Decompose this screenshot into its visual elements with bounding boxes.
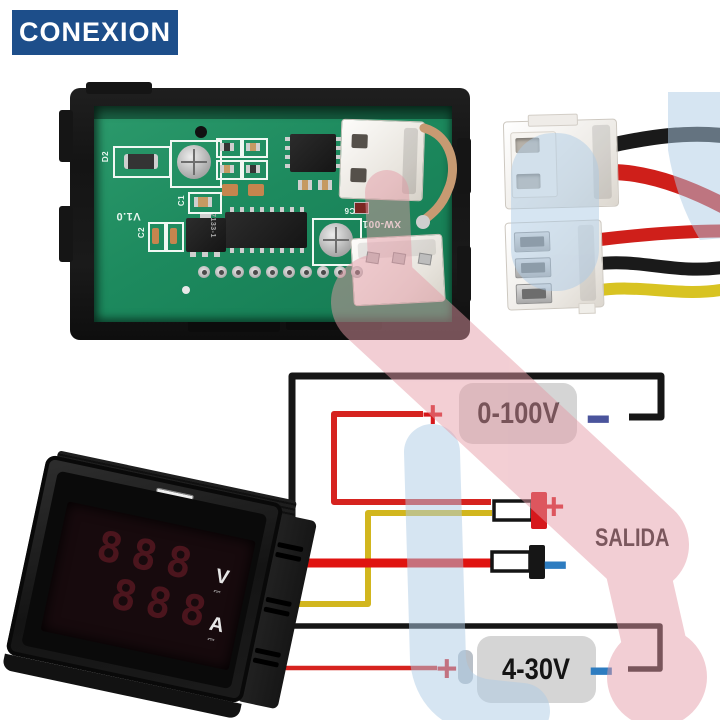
connector-photo-3pin [504, 219, 605, 315]
capacitor-c1-outline [188, 192, 222, 214]
capacitor-c4 [248, 184, 264, 196]
photo-wire-red-2pin [602, 164, 720, 213]
pcb-module-photo: D2 7133-1 [59, 82, 476, 346]
output-label: SALIDA [595, 524, 670, 552]
ic-regulator: 7133-1 [186, 213, 226, 252]
brand-badge-label: CONEXION [18, 17, 172, 47]
pcb-top-shadow [94, 106, 452, 119]
brand-badge: CONEXION [12, 10, 178, 55]
copper-shunt [416, 123, 458, 229]
pcb-hole [195, 126, 207, 138]
supply-capsule-mark [458, 650, 473, 684]
output-plus: + [543, 486, 565, 527]
trimmer-pot-1-outline [170, 140, 222, 188]
output-minus: − [543, 526, 568, 602]
output-plus-connector-symbol [492, 499, 534, 522]
voltage-range-box: 0-100V [459, 383, 577, 444]
pcb-frame-slot-1 [188, 320, 280, 332]
pcb-frame-tab-top [86, 82, 152, 94]
pcb-board: D2 7133-1 [94, 106, 458, 322]
ic-soic8 [290, 134, 336, 172]
pcb-frame-clip-left-2 [59, 206, 73, 262]
diagram-wire-black-top [288, 372, 665, 522]
connector-photo-2pin [502, 113, 620, 210]
volt-unit-label: V [213, 564, 232, 590]
amp-dc-icon: ⎓ [206, 633, 216, 645]
diode-d2 [124, 154, 158, 169]
volt-dc-icon: ⎓ [212, 585, 222, 597]
pcb-frame-clip-left-1 [59, 110, 73, 162]
photo-wire-red-3pin [589, 224, 720, 247]
trimmer-pot-1 [177, 145, 211, 179]
supply-minus: − [589, 632, 614, 708]
voltage-range-minus: − [586, 380, 611, 456]
voltage-range-label: 0-100V [476, 396, 560, 430]
ic-main [225, 212, 307, 248]
capacitor-c3 [222, 184, 238, 196]
resistor-r6 [354, 202, 369, 214]
supply-plus: + [436, 648, 458, 689]
photo-wire-black-3pin [589, 256, 720, 276]
photo-wire-yellow-3pin [588, 282, 720, 298]
pcb-white-dot [182, 286, 190, 294]
trimmer-pot-2 [319, 223, 353, 257]
pin-header-row [198, 266, 363, 278]
supply-range-box: 4-30V [477, 636, 596, 703]
supply-range-label: 4-30V [502, 652, 571, 686]
photo-wire-black-2pin [600, 126, 720, 154]
pcb-frame-clip-right-1 [457, 138, 471, 194]
voltage-range-plus: + [422, 394, 444, 435]
amp-digits: 888 [106, 569, 221, 639]
output-minus-connector-symbol [490, 550, 532, 573]
pcb-frame-clip-right-2 [457, 246, 471, 302]
